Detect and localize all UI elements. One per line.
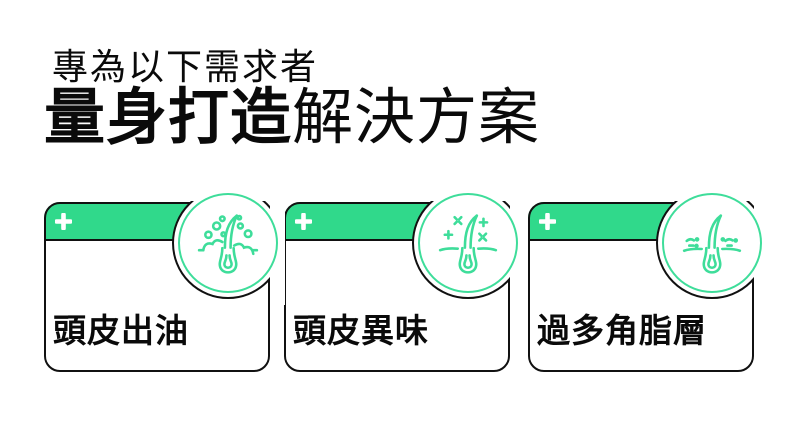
solution-card-scalp-odor[interactable]: 頭皮異味 xyxy=(284,183,525,372)
card-label: 頭皮異味 xyxy=(293,312,429,349)
solution-card-oily-scalp[interactable]: 頭皮出油 xyxy=(44,183,285,372)
icon-circle xyxy=(418,193,518,293)
icon-circle xyxy=(662,193,762,293)
follicle-oil-icon xyxy=(197,214,259,274)
solution-card-excess-keratin[interactable]: 過多角脂層 xyxy=(528,183,769,372)
card-label: 過多角脂層 xyxy=(537,312,707,349)
heading-line1: 專為以下需求者 xyxy=(52,46,319,87)
follicle-flakes-icon xyxy=(682,214,742,274)
plus-icon xyxy=(539,213,556,230)
card-label: 頭皮出油 xyxy=(53,312,189,349)
plus-icon xyxy=(55,213,72,230)
icon-circle xyxy=(178,193,278,293)
follicle-odor-icon xyxy=(438,214,498,274)
heading-line2-regular: 解決方案 xyxy=(292,83,541,151)
heading-line2-bold: 量身打造 xyxy=(44,83,293,151)
plus-icon xyxy=(295,213,312,230)
heading-line2: 量身打造解決方案 xyxy=(44,82,540,152)
